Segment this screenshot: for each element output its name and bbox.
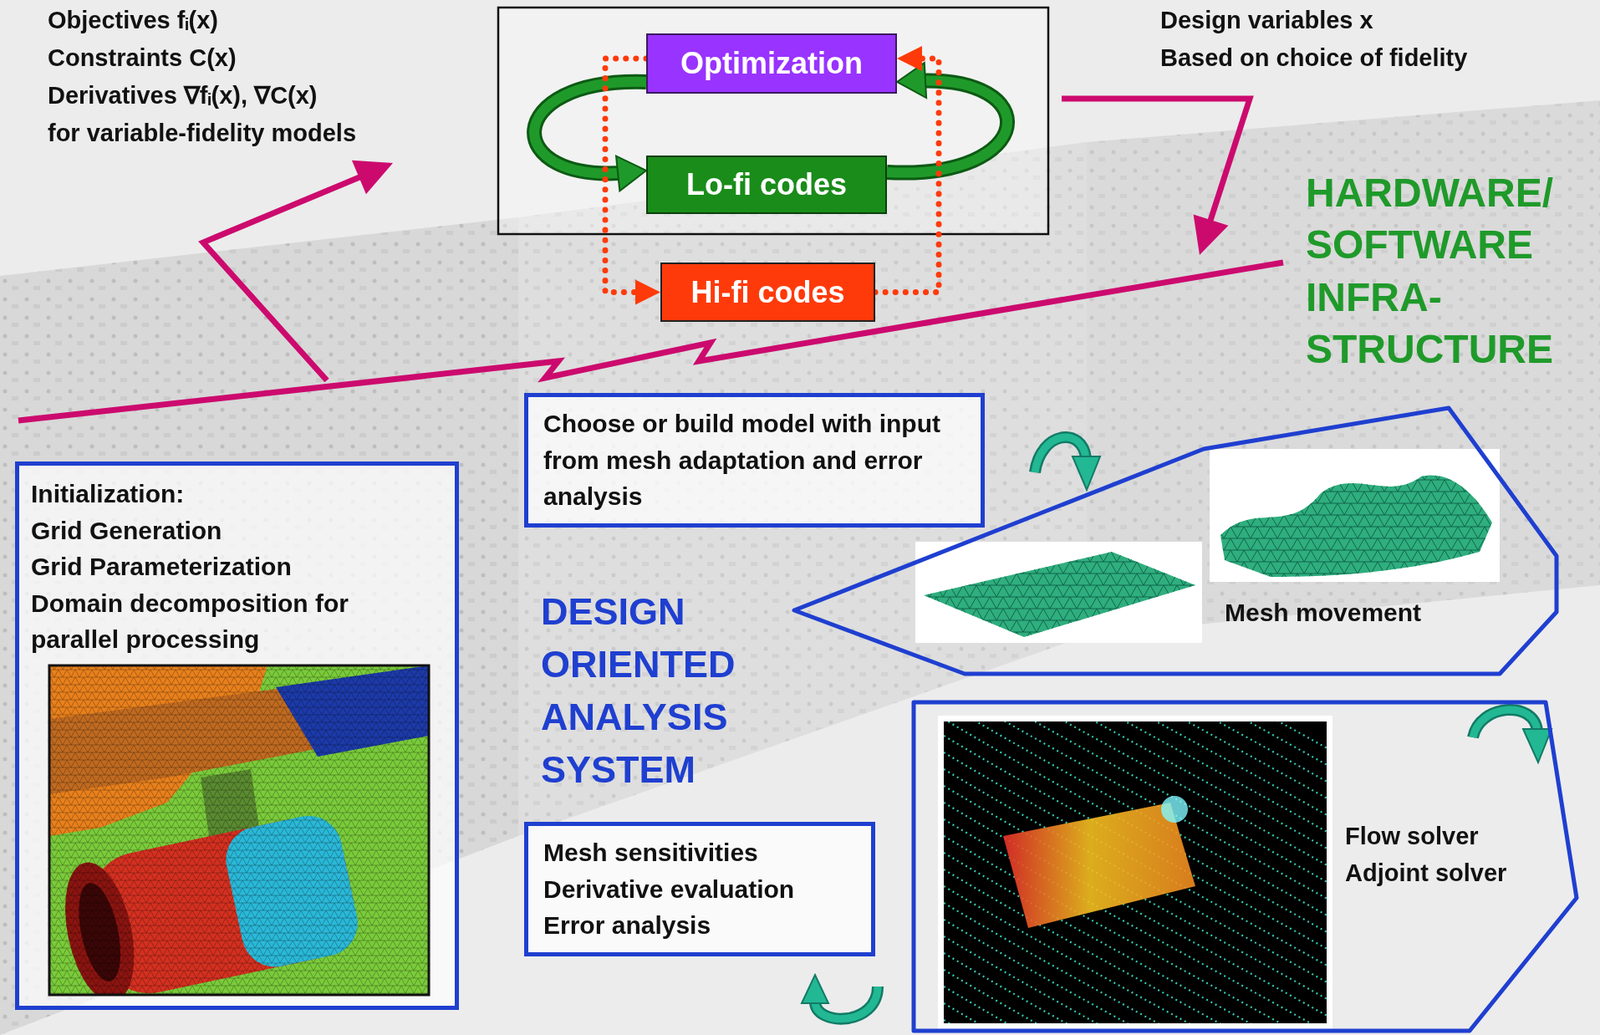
cycle-arrow xyxy=(1034,437,1101,490)
note-label: Constraints C(x) xyxy=(47,42,237,75)
heading-label: HARDWARE/ SOFTWARE INFRA- STRUCTURE xyxy=(1305,167,1554,377)
node-text: Grid Parameterization xyxy=(30,548,444,586)
deformed-mesh-picture xyxy=(1209,448,1500,582)
node-text: Lo-fi codes xyxy=(686,166,847,203)
cycle-arrow xyxy=(801,974,829,1004)
process-box: Mesh sensitivitiesDerivative evaluationE… xyxy=(524,821,876,957)
nacelle-mesh-picture xyxy=(49,665,429,995)
photo-backdrop xyxy=(0,217,519,1035)
streamline xyxy=(943,1003,1327,1024)
wing-mesh-picture xyxy=(915,541,1203,643)
arrow-head xyxy=(635,280,661,306)
node-text: Optimization xyxy=(680,45,863,82)
node-text: Flow solver xyxy=(1345,821,1479,851)
magenta-arrow xyxy=(1193,214,1229,255)
node-text: Grid Generation xyxy=(30,512,444,550)
streamline xyxy=(943,902,1327,1024)
loop-arrow xyxy=(886,62,1008,173)
node-text: Mesh movement xyxy=(1224,597,1422,628)
process-box: Choose or build model with input from me… xyxy=(524,392,985,528)
node-text: Mesh sensitivities xyxy=(543,834,759,872)
node-text: Derivative evaluation xyxy=(543,871,795,908)
dotted-arrow xyxy=(605,58,647,293)
streamline xyxy=(943,969,1327,1024)
heading-label: DESIGN ORIENTED ANALYSIS SYSTEM xyxy=(540,585,736,796)
process-box: Lo-fi codes xyxy=(646,155,887,215)
streamline xyxy=(943,1019,1327,1024)
node-text: Error analysis xyxy=(543,907,711,944)
node-text: Adjoint solver xyxy=(1345,858,1507,888)
magenta-arrow xyxy=(203,160,393,381)
picture-frame xyxy=(49,665,429,995)
streamline xyxy=(943,785,1327,1005)
streamline xyxy=(943,802,1327,1022)
note-label: for variable-fidelity models xyxy=(47,117,357,150)
note-label: Design variables x xyxy=(1160,5,1374,37)
node-text: Choose or build model with input from me… xyxy=(543,405,966,515)
photo-backdrop xyxy=(0,217,519,1035)
nacelle-mesh-picture xyxy=(49,665,429,995)
panel-outline xyxy=(913,702,1577,1031)
note-label: Based on choice of fidelity xyxy=(1160,42,1468,75)
node-text: Domain decomposition for parallel proces… xyxy=(30,585,444,658)
loop-arrow xyxy=(886,80,1008,173)
streamline xyxy=(943,721,1327,938)
loop-arrow xyxy=(534,81,647,174)
loop-arrow xyxy=(886,80,1008,173)
loop-arrow xyxy=(534,81,647,174)
panel-ground xyxy=(15,461,459,1010)
magenta-arrow xyxy=(1061,98,1250,231)
black-frame xyxy=(498,7,1049,235)
panel-outline xyxy=(794,407,1557,674)
node-text: Hi-fi codes xyxy=(690,274,845,311)
note-label: Derivatives ∇fᵢ(x), ∇C(x) xyxy=(47,80,318,113)
cycle-arrow xyxy=(801,974,878,1020)
streamline xyxy=(943,752,1327,972)
flow-field-picture xyxy=(1161,795,1188,823)
streamlines xyxy=(943,721,1327,1024)
cycle-arrow xyxy=(1072,456,1101,490)
solver-panel: Flow solverAdjoint solver xyxy=(913,702,1577,1031)
deformed-mesh-picture xyxy=(1220,474,1493,577)
wing-mesh-picture xyxy=(923,551,1196,637)
process-box: Optimization xyxy=(646,33,897,94)
streamline xyxy=(943,986,1327,1024)
wing-mesh-picture xyxy=(915,541,1203,643)
nacelle-mesh-picture xyxy=(49,665,429,995)
streamline xyxy=(943,735,1327,955)
magenta-arrow xyxy=(351,160,393,195)
mesh-movement-panel: Mesh movement xyxy=(794,407,1557,674)
streamline xyxy=(943,769,1327,989)
photo-backdrop xyxy=(0,100,1600,1035)
streamline xyxy=(943,919,1327,1024)
streamline xyxy=(943,721,1327,771)
flow-field-picture xyxy=(937,715,1333,1030)
streamline xyxy=(943,936,1327,1024)
initialization-panel: Initialization:Grid GenerationGrid Param… xyxy=(15,461,459,1010)
panel-outline xyxy=(794,407,1557,674)
flow-field-picture xyxy=(1003,802,1196,928)
deformed-mesh-picture xyxy=(1209,448,1500,582)
magenta-arrow xyxy=(203,173,370,381)
streamline xyxy=(943,721,1327,788)
arrow-head xyxy=(616,156,647,192)
streamline xyxy=(943,721,1327,805)
streamline xyxy=(943,952,1327,1024)
wing-mesh-picture xyxy=(923,551,1196,637)
deformed-mesh-picture xyxy=(1220,474,1493,577)
magenta-arrow xyxy=(1061,98,1250,255)
flow-field-picture xyxy=(1003,795,1196,928)
cycle-arrow xyxy=(1523,728,1552,763)
loop-arrow xyxy=(534,81,647,192)
process-box: Hi-fi codes xyxy=(660,262,876,322)
arrow-head xyxy=(896,45,923,72)
cycle-arrow xyxy=(1472,709,1552,763)
panel-heading: Initialization: xyxy=(30,475,444,513)
note-label: Objectives fᵢ(x) xyxy=(47,5,219,37)
